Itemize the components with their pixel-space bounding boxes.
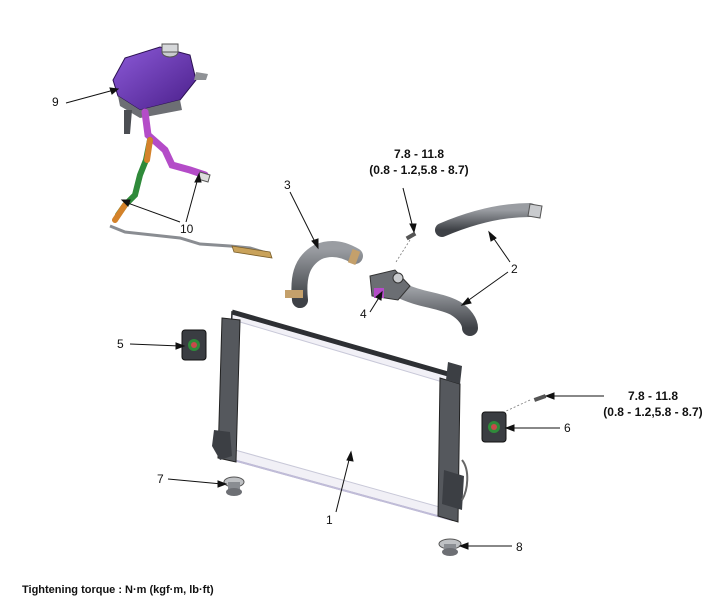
insulator-upper [223, 476, 245, 496]
bolt-upper [395, 231, 417, 263]
radiator [212, 309, 469, 523]
callout-4: 4 [360, 307, 367, 321]
leader-lines [65, 87, 604, 550]
torque-upper-nm: 7.8 - 11.8 [393, 147, 445, 161]
torque-upper-alt: (0.8 - 1.2,5.8 - 8.7) [369, 163, 469, 177]
callout-1: 1 [326, 513, 333, 527]
bolt-right [503, 394, 547, 413]
coolant-reservoir [112, 43, 208, 134]
callout-9: 9 [52, 95, 59, 109]
metal-coolant-line [109, 224, 271, 256]
torque-right-alt: (0.8 - 1.2,5.8 - 8.7) [603, 405, 703, 419]
callout-10: 10 [180, 222, 194, 236]
callout-5: 5 [117, 337, 124, 351]
lower-radiator-hose-upper [435, 203, 537, 237]
callout-8: 8 [516, 540, 523, 554]
mounting-bracket-left [181, 329, 207, 361]
lower-radiator-hose [392, 282, 478, 336]
upper-radiator-hose [291, 241, 363, 308]
torque-spec-right: 7.8 - 11.8 (0.8 - 1.2,5.8 - 8.7) [594, 388, 712, 420]
callout-6: 6 [564, 421, 571, 435]
tightening-torque-note: Tightening torque : N·m (kgf·m, lb·ft) [22, 584, 214, 596]
torque-spec-upper: 7.8 - 11.8 (0.8 - 1.2,5.8 - 8.7) [360, 146, 478, 178]
callout-3: 3 [284, 178, 291, 192]
callout-2: 2 [511, 262, 518, 276]
mounting-bracket-right [481, 411, 507, 443]
hose-bracket [369, 269, 411, 301]
torque-right-nm: 7.8 - 11.8 [627, 389, 679, 403]
purple-hose [141, 108, 209, 179]
callout-7: 7 [157, 472, 164, 486]
insulator-lower [438, 538, 462, 556]
